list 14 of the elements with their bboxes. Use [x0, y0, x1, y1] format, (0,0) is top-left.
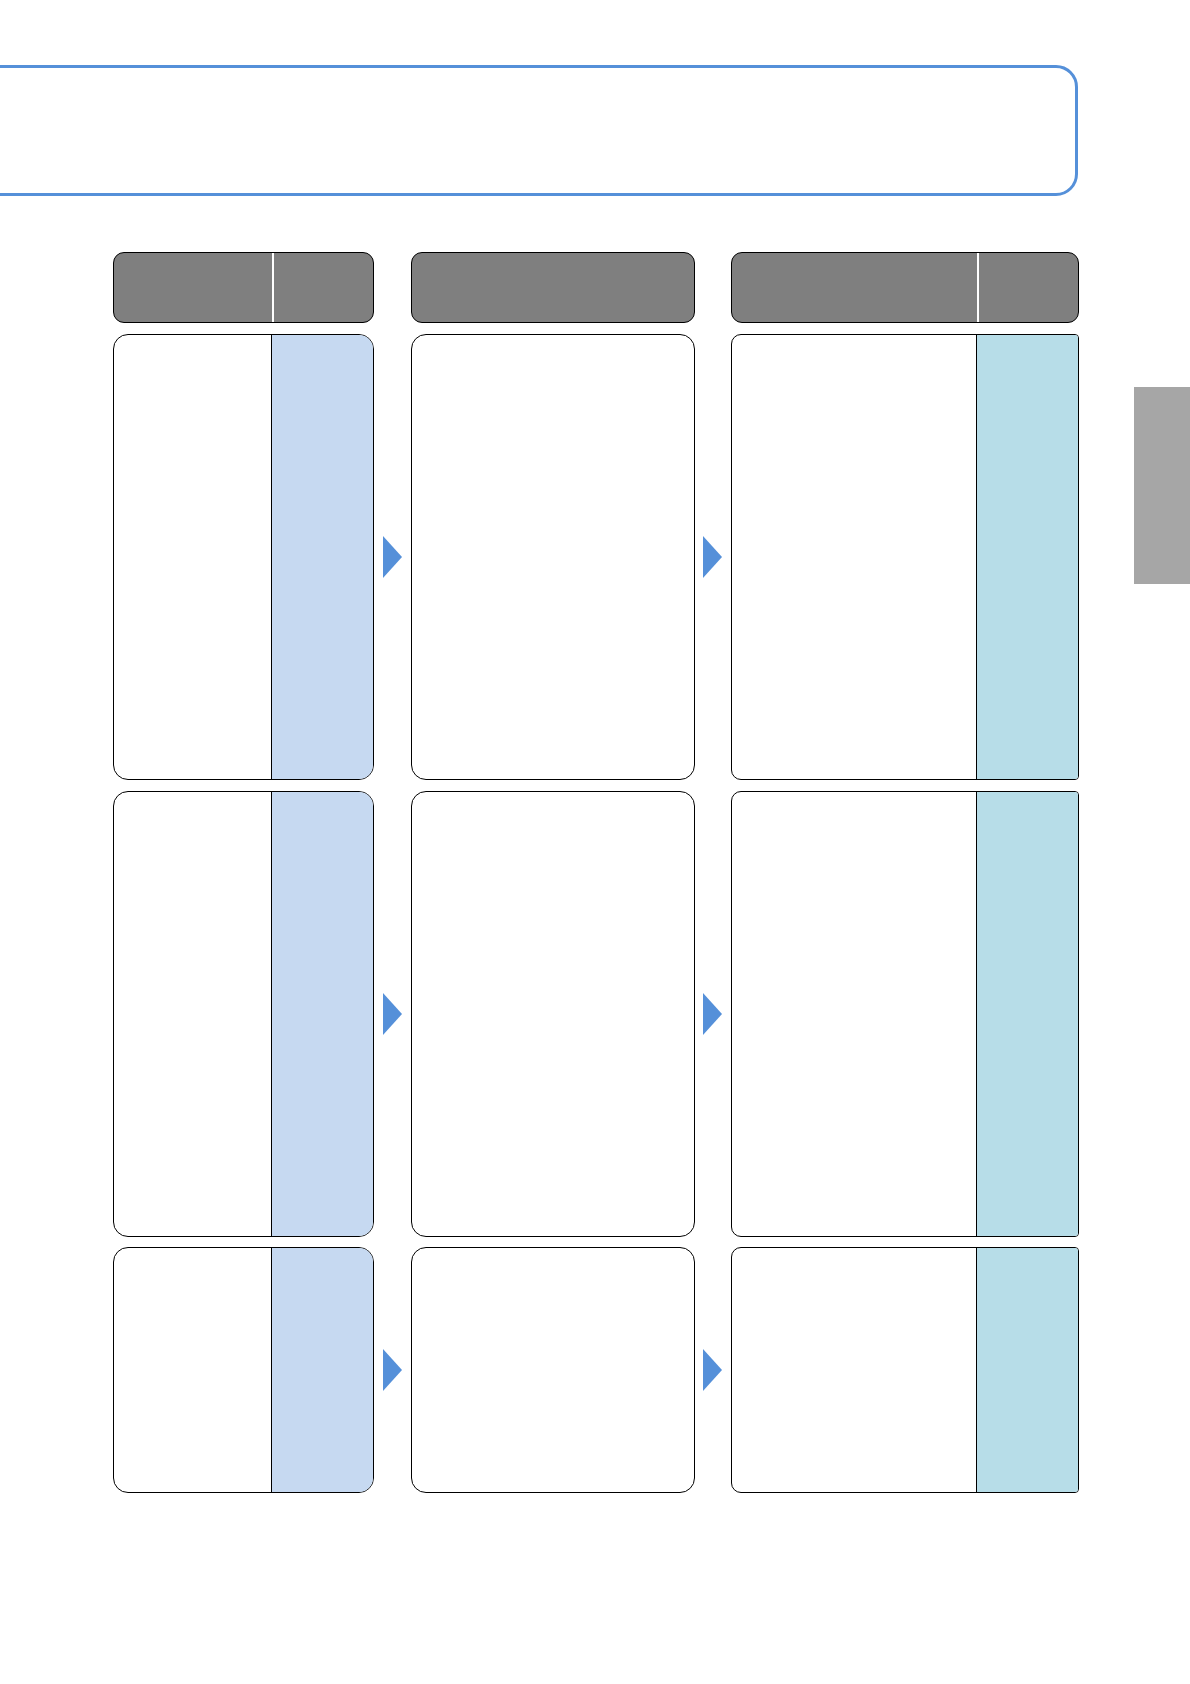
content-panel — [113, 1247, 374, 1493]
column-header — [113, 252, 374, 323]
column-header — [731, 252, 1079, 323]
content-panel — [411, 791, 695, 1237]
content-panel — [731, 791, 1079, 1237]
content-panel — [113, 791, 374, 1237]
content-panel — [731, 1247, 1079, 1493]
content-panel — [411, 1247, 695, 1493]
column-header — [411, 252, 695, 323]
side-tab — [1134, 387, 1190, 584]
content-panel — [731, 334, 1079, 780]
title-banner — [0, 65, 1078, 196]
content-panel — [113, 334, 374, 780]
content-panel — [411, 334, 695, 780]
